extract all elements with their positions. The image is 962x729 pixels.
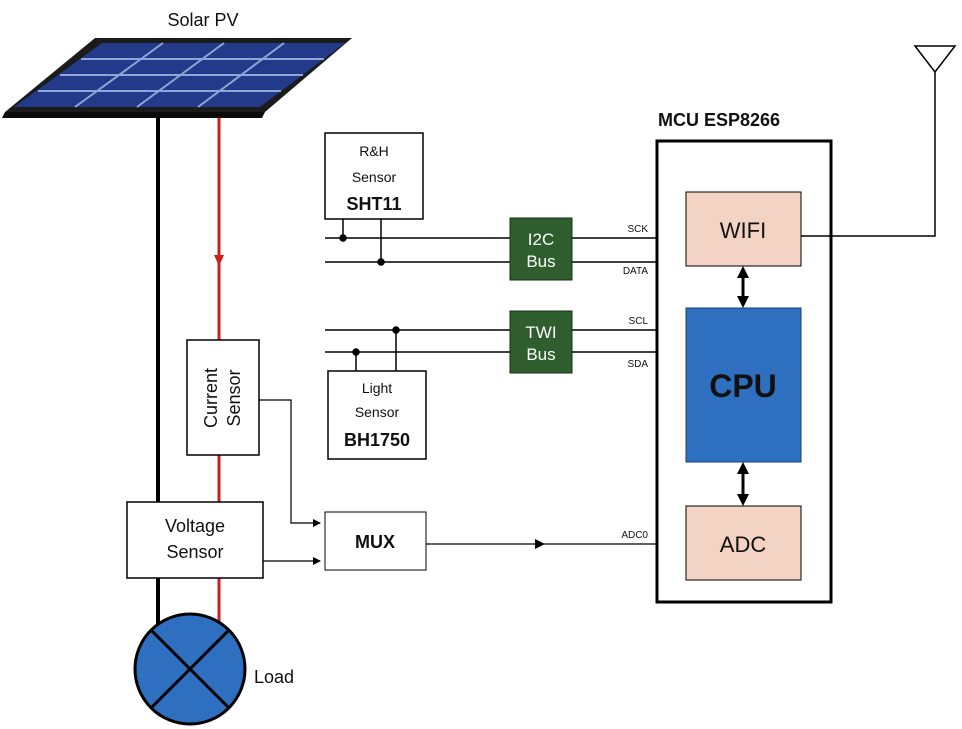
sensor-to-mux-wires (259, 399, 321, 565)
twi-bus-label-1: TWI (525, 323, 556, 342)
sda-pin-label: SDA (627, 359, 648, 370)
rh-sensor: R&H Sensor SHT11 (324, 132, 424, 220)
i2c-bus-label-2: Bus (526, 252, 555, 271)
light-sensor-label-1: Light (362, 380, 392, 396)
light-sensor: Light Sensor BH1750 (327, 370, 427, 460)
pv-wires (156, 118, 224, 630)
twi-bus: TWI Bus (509, 310, 573, 374)
antenna-icon (801, 45, 957, 237)
voltage-sensor-label-2: Sensor (166, 542, 223, 562)
solar-pv-label: Solar PV (167, 10, 238, 30)
sck-pin-label: SCK (627, 224, 648, 235)
solar-panel (2, 38, 352, 118)
adc-label: ADC (720, 532, 767, 557)
rh-sensor-label-1: R&H (359, 143, 389, 159)
load-label: Load (254, 667, 294, 687)
data-pin-label: DATA (623, 266, 649, 277)
cpu-adc-link (737, 462, 749, 506)
mcu-title: MCU ESP8266 (658, 110, 780, 130)
twi-bus-label-2: Bus (526, 345, 555, 364)
mux-label: MUX (355, 532, 395, 552)
mux-block: MUX (324, 511, 427, 571)
current-direction-arrow (214, 255, 224, 266)
mux-to-adc-wire: ADC0 (426, 530, 686, 549)
light-sensor-label-2: Sensor (355, 404, 400, 420)
rh-sensor-label-2: Sensor (352, 169, 397, 185)
voltage-sensor: Voltage Sensor (126, 501, 264, 579)
current-sensor: Current Sensor (186, 339, 260, 456)
light-sensor-model: BH1750 (344, 430, 410, 450)
load (133, 612, 247, 726)
wifi-cpu-link (737, 266, 749, 308)
current-sensor-label-2: Sensor (224, 369, 244, 426)
i2c-bus: I2C Bus (509, 217, 573, 281)
cpu-block: CPU (685, 307, 802, 463)
wifi-label: WIFI (720, 218, 766, 243)
adc-block: ADC (685, 505, 802, 581)
rh-sensor-model: SHT11 (346, 194, 401, 214)
voltage-sensor-label-1: Voltage (165, 516, 225, 536)
adc0-pin-label: ADC0 (621, 530, 648, 541)
current-sensor-label-1: Current (201, 368, 221, 428)
wifi-block: WIFI (685, 191, 802, 267)
i2c-bus-label-1: I2C (528, 230, 554, 249)
i2c-bus-wires (325, 219, 686, 266)
scl-pin-label: SCL (629, 316, 649, 327)
twi-bus-wires (325, 326, 686, 371)
cpu-label: CPU (709, 368, 777, 404)
